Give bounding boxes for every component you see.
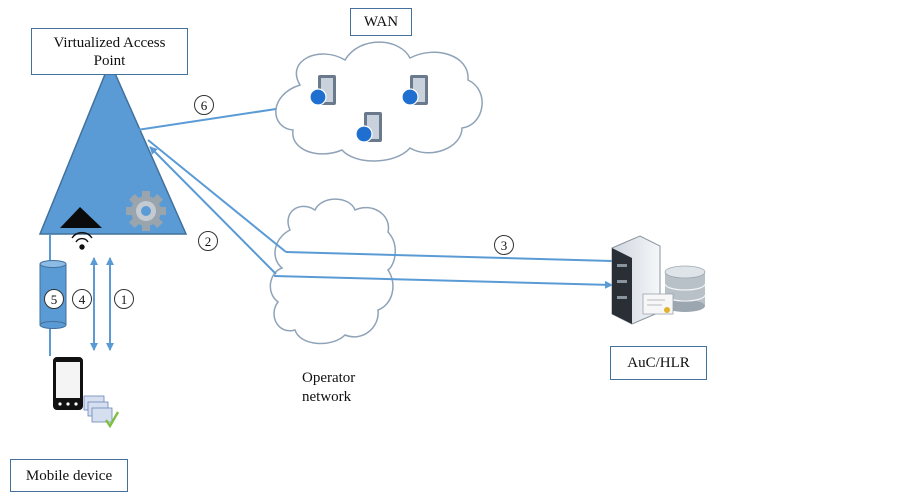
operator-cloud (269, 198, 396, 345)
database-icon (664, 265, 706, 312)
antenna-icon (60, 207, 102, 228)
operator-network-label: Operator network (302, 370, 356, 405)
arrow-step-3b (273, 275, 613, 289)
auc-hlr-label: AuC/HLR (610, 346, 707, 380)
step-2-badge: 2 (198, 231, 218, 251)
wan-server-icon (401, 75, 428, 106)
step-3-badge: 3 (494, 235, 514, 255)
arrow-step-6 (136, 108, 277, 131)
wan-server-icon (355, 112, 382, 143)
arrow-step-2 (149, 146, 277, 275)
arrow-step-2b (147, 139, 287, 253)
certificate-icon (642, 293, 674, 315)
wifi-signal-icon (71, 232, 93, 250)
mobile-device-label: Mobile device (10, 459, 128, 492)
wan-server-icon (309, 75, 336, 106)
step-6-badge: 6 (194, 95, 214, 115)
step-1-badge: 1 (114, 289, 134, 309)
step-4-badge: 4 (72, 289, 92, 309)
wan-label: WAN (350, 8, 412, 36)
access-point-label: Virtualized Access Point (31, 28, 188, 75)
wan-cloud (275, 41, 483, 162)
certificate-stack-icon (83, 395, 120, 429)
step-5-badge: 5 (44, 289, 64, 309)
gear-icon (126, 191, 166, 231)
mobile-phone-icon (53, 357, 83, 410)
arrow-step-3 (285, 251, 613, 262)
